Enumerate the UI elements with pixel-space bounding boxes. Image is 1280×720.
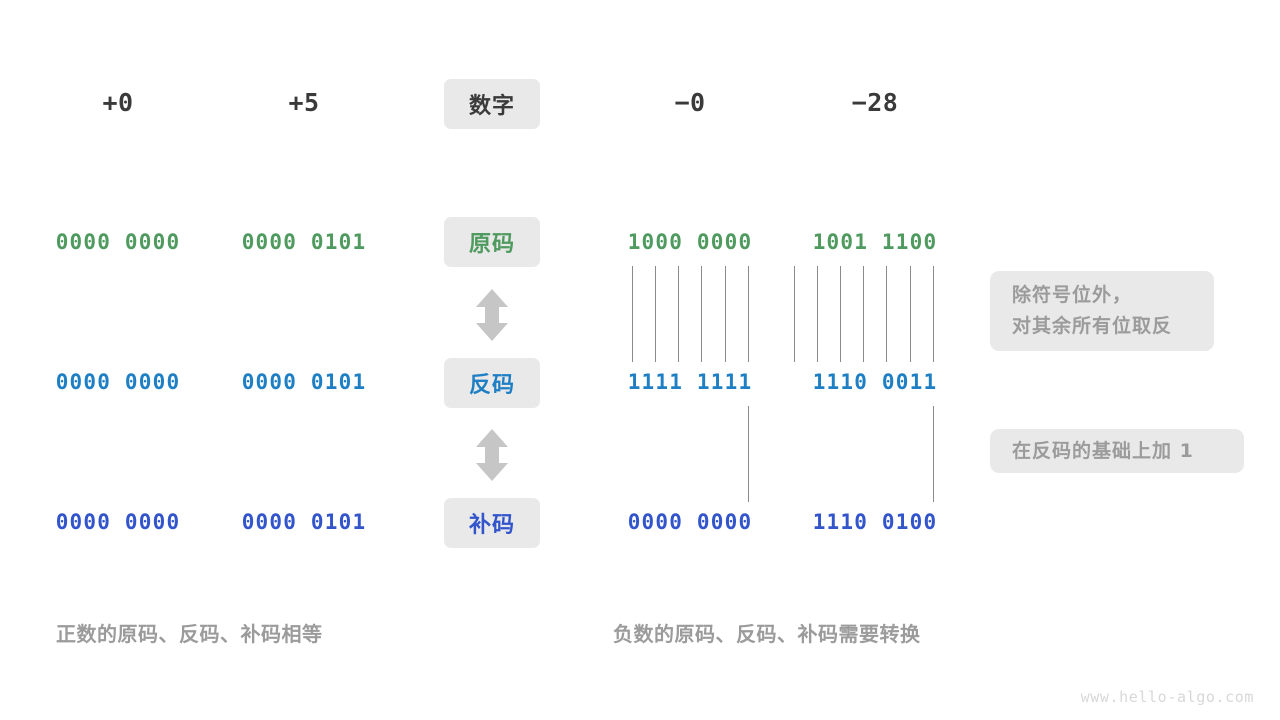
bits-twos-complement-plus-zero: 0000 0000 <box>55 510 181 534</box>
connector-line <box>794 266 795 362</box>
connector-line <box>840 266 841 362</box>
caption-negative: 负数的原码、反码、补码需要转换 <box>613 622 921 646</box>
row-label-number: 数字 <box>444 79 540 129</box>
bits-sign-magnitude-minus-twentyeight: 1001 1100 <box>812 230 938 254</box>
header-value-plus-five: +5 <box>288 88 320 117</box>
header-value-plus-zero: +0 <box>102 88 134 117</box>
connector-line <box>910 266 911 362</box>
bits-twos-complement-plus-five: 0000 0101 <box>241 510 367 534</box>
row-label-twos-complement: 补码 <box>444 498 540 548</box>
connector-line <box>678 266 679 362</box>
bits-ones-complement-minus-zero: 1111 1111 <box>627 370 753 394</box>
note-invert-bits: 除符号位外， 对其余所有位取反 <box>990 271 1214 351</box>
header-value-minus-zero: −0 <box>674 88 706 117</box>
row-label-ones-complement: 反码 <box>444 358 540 408</box>
connector-line <box>632 266 633 362</box>
bits-twos-complement-minus-twentyeight: 1110 0100 <box>812 510 938 534</box>
caption-positive: 正数的原码、反码、补码相等 <box>56 622 323 646</box>
watermark: www.hello-algo.com <box>1080 688 1254 706</box>
bits-twos-complement-minus-zero: 0000 0000 <box>627 510 753 534</box>
connector-line <box>701 266 702 362</box>
bits-ones-complement-minus-twentyeight: 1110 0011 <box>812 370 938 394</box>
note-invert-bits-line-1: 除符号位外， <box>1012 284 1133 306</box>
connector-line <box>748 266 749 362</box>
bits-ones-complement-plus-five: 0000 0101 <box>241 370 367 394</box>
connector-line <box>725 266 726 362</box>
row-label-sign-magnitude: 原码 <box>444 217 540 267</box>
note-add-one-line-1: 在反码的基础上加 1 <box>1012 439 1194 462</box>
connector-line <box>933 266 934 362</box>
double-arrow-vertical-icon <box>470 428 514 482</box>
double-arrow-vertical-icon <box>470 288 514 342</box>
connector-line <box>886 266 887 362</box>
bits-sign-magnitude-minus-zero: 1000 0000 <box>627 230 753 254</box>
connector-line-lsb <box>748 406 749 502</box>
connector-line <box>863 266 864 362</box>
bits-ones-complement-plus-zero: 0000 0000 <box>55 370 181 394</box>
connector-line-lsb <box>933 406 934 502</box>
bits-sign-magnitude-plus-five: 0000 0101 <box>241 230 367 254</box>
note-add-one: 在反码的基础上加 1 <box>990 429 1244 473</box>
header-value-minus-twentyeight: −28 <box>851 88 899 117</box>
connector-line <box>655 266 656 362</box>
note-invert-bits-line-2: 对其余所有位取反 <box>1012 315 1173 337</box>
bits-sign-magnitude-plus-zero: 0000 0000 <box>55 230 181 254</box>
connector-line <box>817 266 818 362</box>
